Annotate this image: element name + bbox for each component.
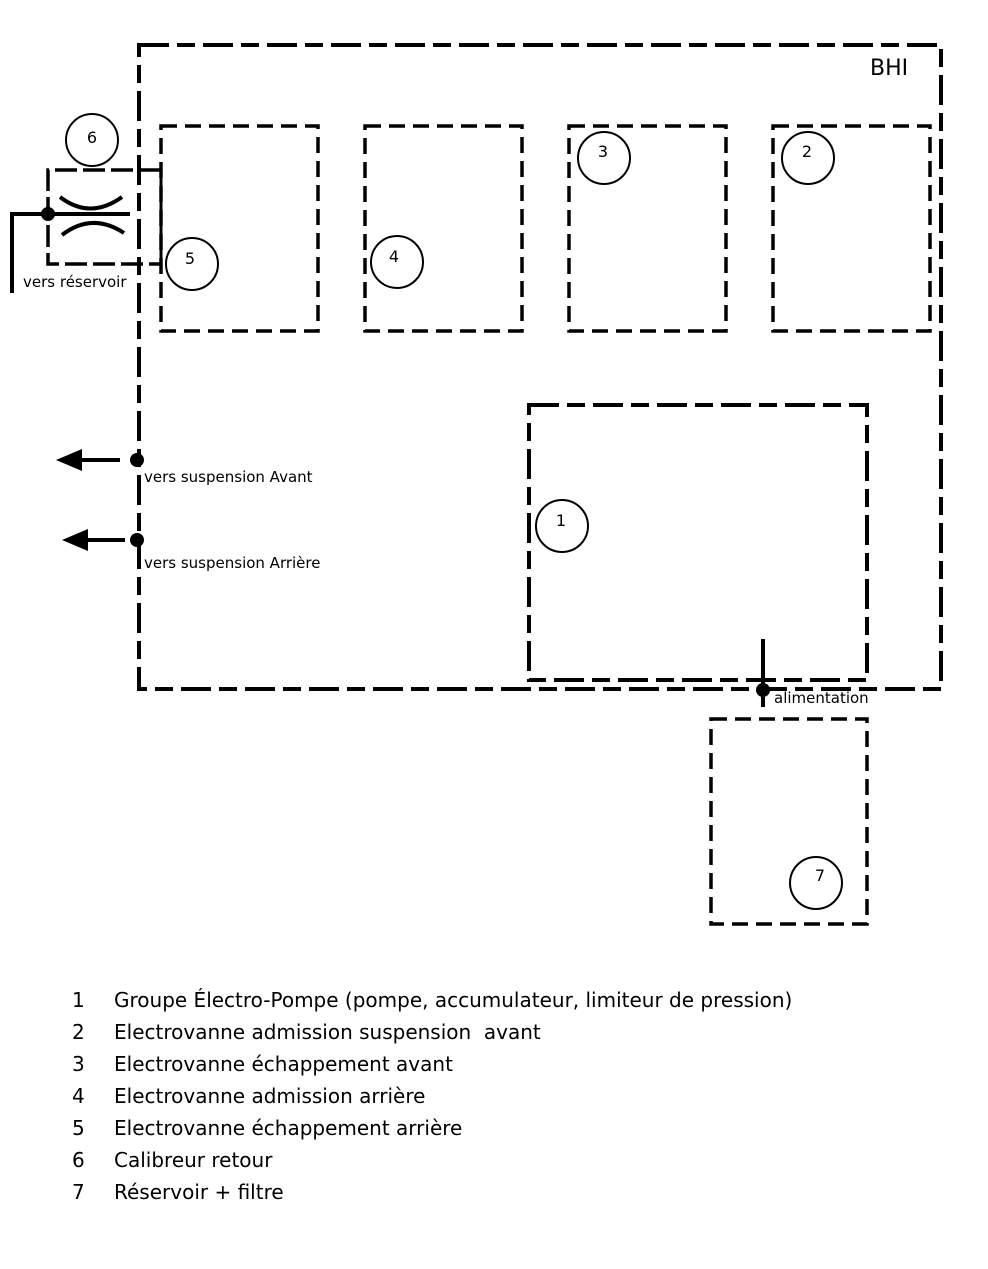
legend-text: Electrovanne échappement arrière <box>114 1116 463 1140</box>
legend-number: 4 <box>72 1084 85 1108</box>
legend-text: Groupe Électro-Pompe (pompe, accumulateu… <box>114 988 793 1012</box>
component-box-3 <box>567 124 728 333</box>
legend-number: 1 <box>72 988 85 1012</box>
svg-text:3: 3 <box>598 142 608 161</box>
component-marker-5: 5 <box>165 237 219 291</box>
rear-suspension-label: vers suspension Arrière <box>144 554 320 572</box>
svg-text:5: 5 <box>185 249 195 268</box>
svg-text:6: 6 <box>87 128 97 147</box>
legend-text: Réservoir + filtre <box>114 1180 284 1204</box>
legend-number: 7 <box>72 1180 85 1204</box>
bhi-enclosure <box>137 43 943 691</box>
legend-number: 5 <box>72 1116 85 1140</box>
legend-number: 6 <box>72 1148 85 1172</box>
component-marker-1: 1 <box>535 499 589 553</box>
legend-text: Calibreur retour <box>114 1148 273 1172</box>
legend-item: 2 Electrovanne admission suspension avant <box>72 1016 792 1048</box>
supply-label: alimentation <box>774 689 869 707</box>
legend-text: Electrovanne admission arrière <box>114 1084 426 1108</box>
rear-suspension-outlet <box>62 529 144 551</box>
legend-number: 2 <box>72 1020 85 1044</box>
legend-item: 7 Réservoir + filtre <box>72 1176 792 1208</box>
legend-item: 4 Electrovanne admission arrière <box>72 1080 792 1112</box>
svg-text:1: 1 <box>556 511 566 530</box>
component-marker-4: 4 <box>370 235 424 289</box>
legend-text: Electrovanne admission suspension avant <box>114 1020 541 1044</box>
front-suspension-outlet <box>56 449 144 471</box>
svg-text:7: 7 <box>815 866 825 885</box>
return-calibrator-symbol <box>10 168 163 293</box>
component-box-1 <box>527 403 869 682</box>
component-box-4 <box>363 124 524 333</box>
legend-item: 1 Groupe Électro-Pompe (pompe, accumulate… <box>72 984 792 1016</box>
bhi-title: BHI <box>870 56 908 81</box>
legend: 1 Groupe Électro-Pompe (pompe, accumulate… <box>72 984 792 1208</box>
component-marker-2: 2 <box>781 131 835 185</box>
legend-item: 5 Electrovanne échappement arrière <box>72 1112 792 1144</box>
svg-text:2: 2 <box>802 142 812 161</box>
component-box-2 <box>771 124 932 333</box>
legend-text: Electrovanne échappement avant <box>114 1052 453 1076</box>
component-box-7 <box>709 717 869 926</box>
supply-connection <box>756 639 770 707</box>
front-suspension-label: vers suspension Avant <box>144 468 313 486</box>
svg-text:4: 4 <box>389 247 399 266</box>
component-box-5 <box>159 124 320 333</box>
component-marker-3: 3 <box>577 131 631 185</box>
component-marker-6: 6 <box>65 113 119 167</box>
component-marker-7: 7 <box>789 856 843 910</box>
reservoir-label: vers réservoir <box>23 273 127 291</box>
legend-item: 6 Calibreur retour <box>72 1144 792 1176</box>
legend-number: 3 <box>72 1052 85 1076</box>
legend-item: 3 Electrovanne échappement avant <box>72 1048 792 1080</box>
